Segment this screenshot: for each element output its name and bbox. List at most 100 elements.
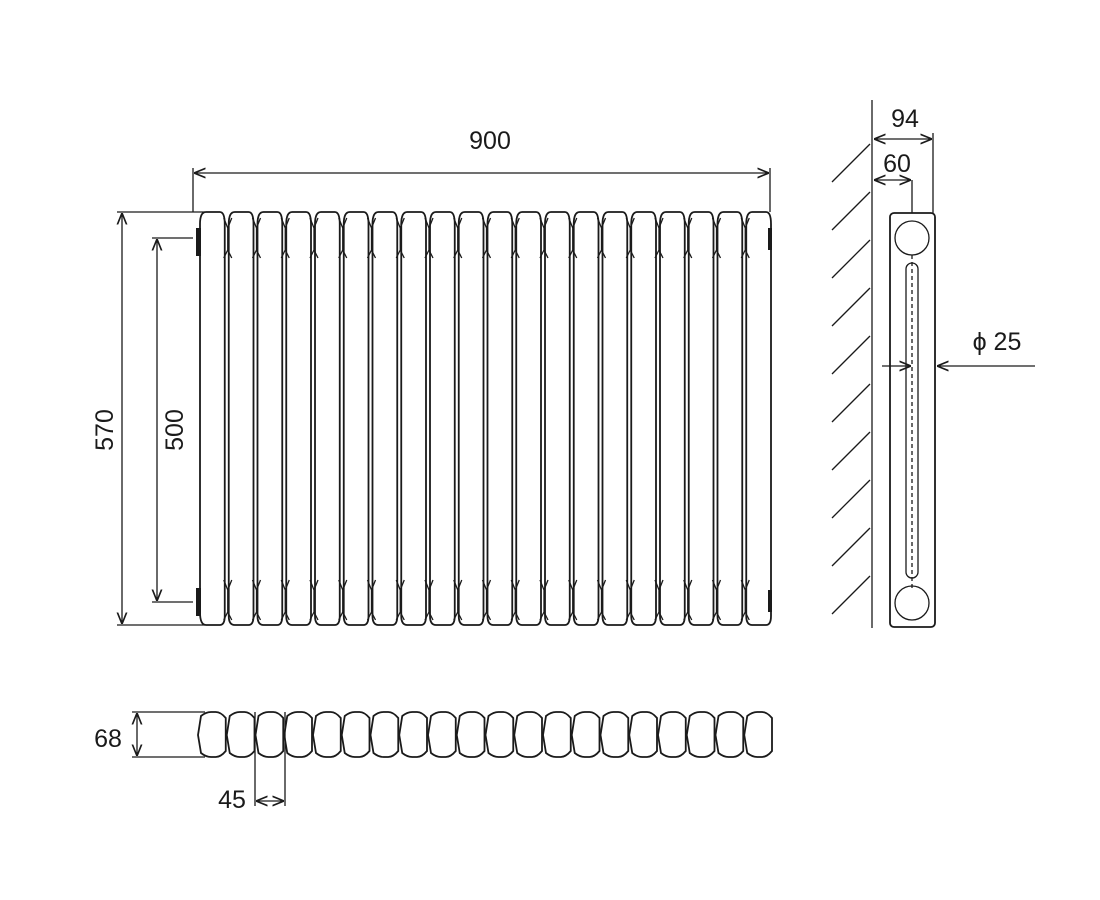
radiator-column xyxy=(400,211,427,626)
radiator-column xyxy=(601,211,629,626)
column-joint xyxy=(223,217,233,259)
radiator-column xyxy=(199,211,226,626)
column-joint xyxy=(596,217,607,259)
wall-distance-label: 60 xyxy=(883,150,911,178)
column-joint xyxy=(481,217,492,259)
column-joint xyxy=(510,217,520,259)
hatch-line xyxy=(831,143,871,183)
hatch-line xyxy=(831,191,871,231)
top-connection-cap xyxy=(196,228,201,256)
radiator-section xyxy=(197,711,227,758)
column-joint xyxy=(740,579,750,621)
column-joint xyxy=(568,579,578,621)
radiator-section xyxy=(369,711,400,758)
column-joint xyxy=(309,217,319,259)
column-joint xyxy=(338,217,348,259)
column-joint xyxy=(309,579,319,621)
radiator-column xyxy=(457,211,485,626)
column-joint xyxy=(453,579,463,621)
hatch-line xyxy=(831,383,871,423)
radiator-section xyxy=(513,711,543,758)
radiator-column xyxy=(716,211,744,626)
depth-label: 94 xyxy=(891,105,919,133)
pipe-diameter-dimension: ϕ 25 xyxy=(882,328,1035,366)
radiator-column xyxy=(745,211,772,626)
wall-hatching xyxy=(831,143,871,615)
radiator-column xyxy=(371,211,399,626)
front-view xyxy=(196,211,772,626)
column-joint xyxy=(366,579,377,621)
column-joint xyxy=(366,217,377,259)
radiator-section xyxy=(254,711,285,758)
radiator-column xyxy=(285,211,312,626)
column-joint xyxy=(539,579,549,621)
radiator-column xyxy=(429,211,456,626)
column-joint xyxy=(625,217,635,259)
bottom-connection-cap xyxy=(196,588,201,616)
radiator-section xyxy=(570,711,601,758)
column-joint xyxy=(711,217,722,259)
column-joint xyxy=(510,579,520,621)
connection-label: 500 xyxy=(161,409,189,451)
radiator-section xyxy=(657,711,687,758)
column-joint xyxy=(740,217,750,259)
section-depth-label: 68 xyxy=(94,725,122,753)
right-top-cap xyxy=(768,228,772,250)
width-dimension: 900 xyxy=(192,127,771,212)
right-bottom-cap xyxy=(768,590,772,612)
column-joint xyxy=(395,217,405,259)
radiator-section xyxy=(225,711,256,758)
hatch-line xyxy=(831,431,871,471)
column-joint xyxy=(338,579,348,621)
hatch-line xyxy=(831,335,871,375)
hatch-line xyxy=(831,287,871,327)
radiator-column xyxy=(687,211,715,626)
column-joint xyxy=(683,579,693,621)
column-joint xyxy=(280,579,290,621)
column-joint xyxy=(625,579,635,621)
radiator-column xyxy=(544,211,571,626)
radiator-section xyxy=(599,711,630,758)
column-joint xyxy=(395,579,405,621)
column-joint xyxy=(424,579,434,621)
radiator-column xyxy=(659,211,686,626)
wall-distance-dimension: 60 xyxy=(874,150,913,213)
column-joint xyxy=(251,217,262,259)
radiator-column xyxy=(515,211,542,626)
column-joint xyxy=(654,217,664,259)
column-joint xyxy=(251,579,262,621)
column-joint xyxy=(568,217,578,259)
height-label: 570 xyxy=(91,409,119,451)
radiator-column xyxy=(256,211,284,626)
hatch-line xyxy=(831,239,871,279)
radiator-section xyxy=(714,711,745,758)
depth-dimension: 94 xyxy=(874,105,934,213)
column-joint xyxy=(424,217,434,259)
radiator-column xyxy=(630,211,657,626)
column-joint xyxy=(280,217,290,259)
height-dimension: 570 xyxy=(91,211,205,626)
radiator-section xyxy=(542,711,572,758)
column-joint xyxy=(683,217,693,259)
column-joint xyxy=(223,579,233,621)
section-pitch-label: 45 xyxy=(218,786,246,814)
column-joint xyxy=(596,579,607,621)
radiator-section xyxy=(484,711,515,758)
radiator-section xyxy=(283,711,313,758)
hatch-line xyxy=(831,527,871,567)
radiator-section xyxy=(427,711,457,758)
hatch-line xyxy=(831,575,871,615)
radiator-section xyxy=(743,711,773,758)
column-joint xyxy=(654,579,664,621)
section-pitch-dimension: 45 xyxy=(218,712,286,814)
column-joint xyxy=(481,579,492,621)
radiator-section xyxy=(455,711,486,758)
radiator-column xyxy=(486,211,514,626)
top-view xyxy=(197,711,773,758)
hatch-line xyxy=(831,479,871,519)
radiator-column xyxy=(314,211,341,626)
radiator-section xyxy=(340,711,371,758)
width-label: 900 xyxy=(469,127,511,155)
connection-dimension: 500 xyxy=(152,237,193,603)
